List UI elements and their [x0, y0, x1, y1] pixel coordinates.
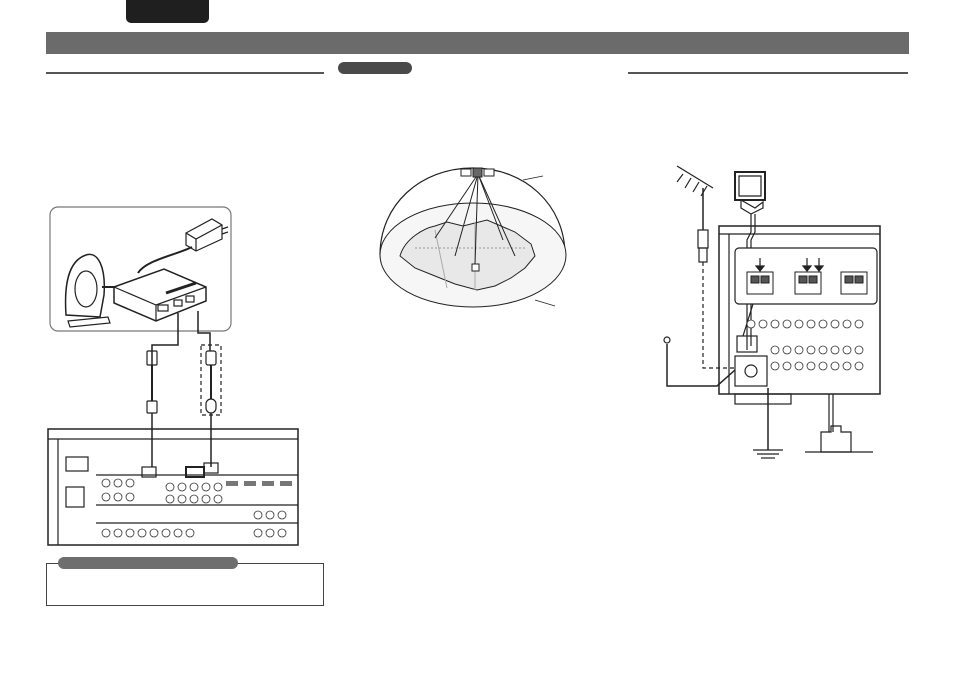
fm-antenna-icon	[676, 165, 714, 263]
receiver-marker-icon	[471, 263, 480, 272]
arrow-icons	[754, 258, 825, 272]
satellite-icon	[460, 167, 495, 178]
receiver-rear-panel	[718, 225, 881, 405]
note-box	[46, 563, 324, 606]
antenna-terminal-diagram	[663, 165, 881, 459]
receiver-connection-diagram	[47, 206, 299, 546]
antenna-icon	[64, 253, 116, 328]
section-rule-right	[628, 72, 908, 74]
section-rule-left	[46, 72, 324, 74]
terminal-block	[746, 271, 868, 295]
satellite-dome-map	[379, 167, 567, 308]
am-loop-antenna-icon	[734, 171, 766, 215]
jack-grid	[746, 319, 864, 371]
tuner-module-icon	[113, 268, 207, 322]
receiver-rear-panel	[47, 428, 299, 546]
power-adapter-icon	[185, 218, 229, 252]
note-label-pill	[58, 557, 238, 569]
language-tab[interactable]	[126, 0, 209, 23]
jack-grid	[101, 478, 287, 538]
section-title-bar	[46, 32, 909, 54]
label-pill	[338, 62, 412, 74]
hdmi-ports	[226, 481, 292, 486]
